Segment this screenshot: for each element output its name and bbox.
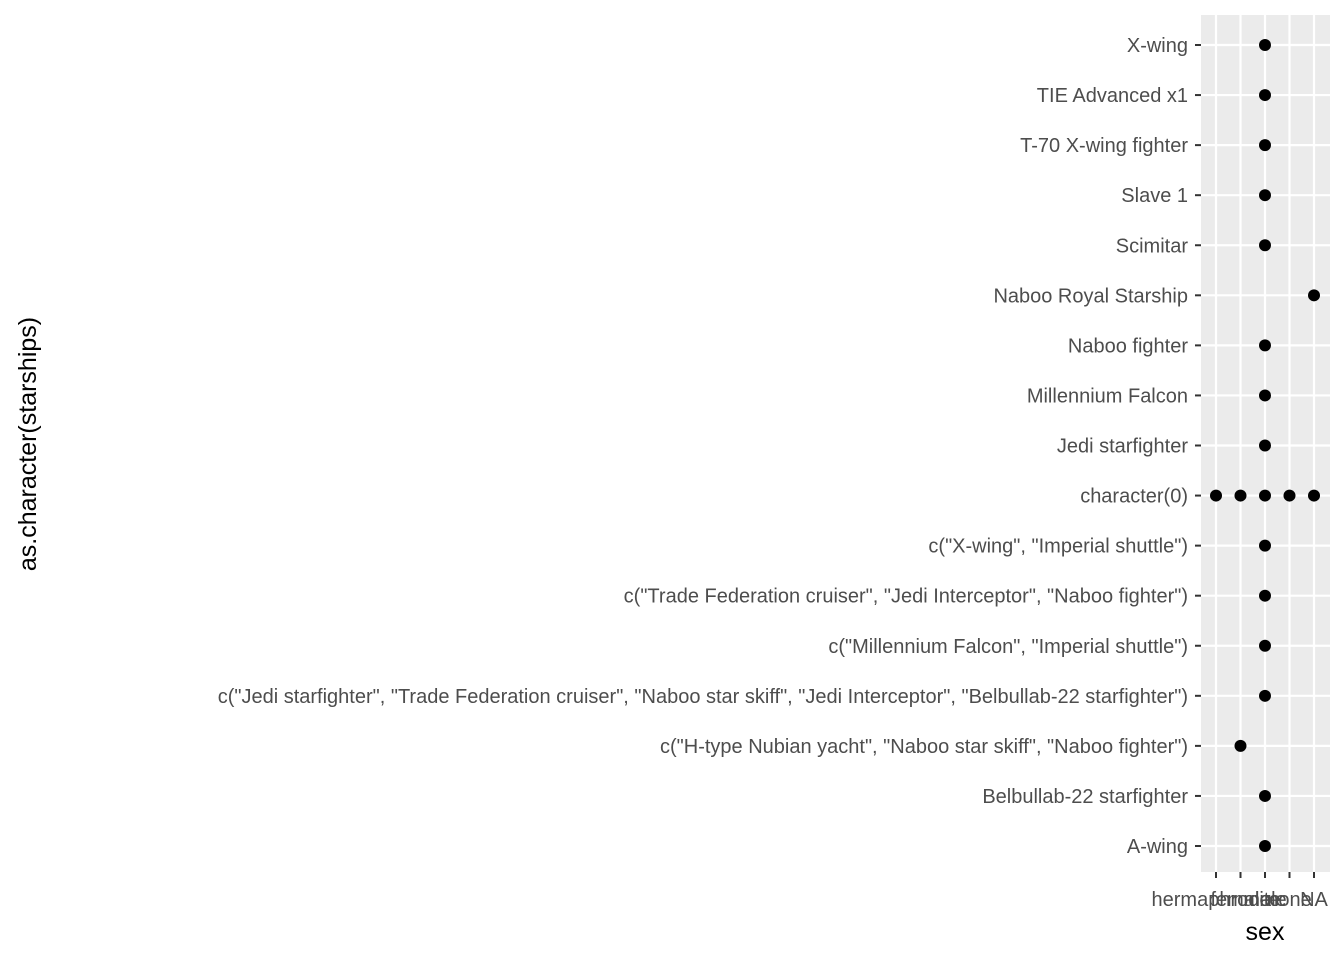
data-point	[1259, 39, 1271, 51]
data-point	[1259, 139, 1271, 152]
data-point	[1259, 639, 1271, 652]
data-point	[1259, 189, 1271, 202]
data-point	[1259, 439, 1271, 452]
y-tick-label: Naboo fighter	[1068, 335, 1188, 357]
y-tick-label: Scimitar	[1116, 235, 1189, 257]
data-point	[1234, 489, 1247, 502]
data-point	[1308, 489, 1320, 502]
data-point	[1210, 489, 1222, 502]
x-tick-label: female	[1210, 889, 1270, 911]
x-axis-title: sex	[1246, 918, 1285, 946]
x-tick-label: NA	[1300, 889, 1328, 911]
data-point	[1283, 489, 1296, 502]
y-tick-label: Jedi starfighter	[1057, 436, 1189, 458]
data-point	[1259, 339, 1271, 352]
data-point	[1259, 89, 1271, 102]
y-tick-label: T-70 X-wing fighter	[1020, 135, 1188, 157]
y-tick-label: Naboo Royal Starship	[993, 285, 1188, 307]
data-point	[1234, 739, 1247, 752]
x-tick-label: none	[1267, 889, 1312, 911]
y-tick-label: c("H-type Nubian yacht", "Naboo star ski…	[660, 736, 1188, 758]
y-axis-title: as.character(starships)	[14, 317, 42, 571]
data-point	[1259, 689, 1271, 702]
data-points	[1210, 39, 1320, 852]
y-tick-label: c("Trade Federation cruiser", "Jedi Inte…	[624, 586, 1188, 608]
y-tick-label: TIE Advanced x1	[1037, 85, 1188, 107]
y-tick-label: Millennium Falcon	[1027, 385, 1188, 407]
data-point	[1259, 840, 1271, 852]
y-tick-label: character(0)	[1080, 486, 1188, 508]
y-axis-ticks: A-wing Belbullab-22 starfighter c("H-type …	[218, 35, 1201, 858]
data-point	[1259, 389, 1271, 402]
data-point	[1259, 539, 1271, 552]
y-tick-label: Belbullab-22 starfighter	[982, 786, 1188, 808]
data-point	[1259, 489, 1271, 502]
y-tick-label: X-wing	[1127, 35, 1188, 57]
x-tick-label: male	[1243, 889, 1286, 911]
y-tick-label: c("Jedi starfighter", "Trade Federation …	[218, 686, 1188, 708]
y-tick-label: Slave 1	[1121, 185, 1188, 207]
y-tick-label: A-wing	[1127, 836, 1188, 858]
y-tick-label: c("Millennium Falcon", "Imperial shuttle…	[828, 636, 1188, 658]
data-point	[1259, 789, 1271, 802]
x-tick-label: hermaphrodite	[1152, 889, 1281, 911]
data-point	[1308, 289, 1320, 302]
grid-lines-x	[1214, 15, 1316, 872]
data-point	[1259, 239, 1271, 252]
y-tick-label: c("X-wing", "Imperial shuttle")	[928, 536, 1188, 558]
data-point	[1259, 589, 1271, 602]
